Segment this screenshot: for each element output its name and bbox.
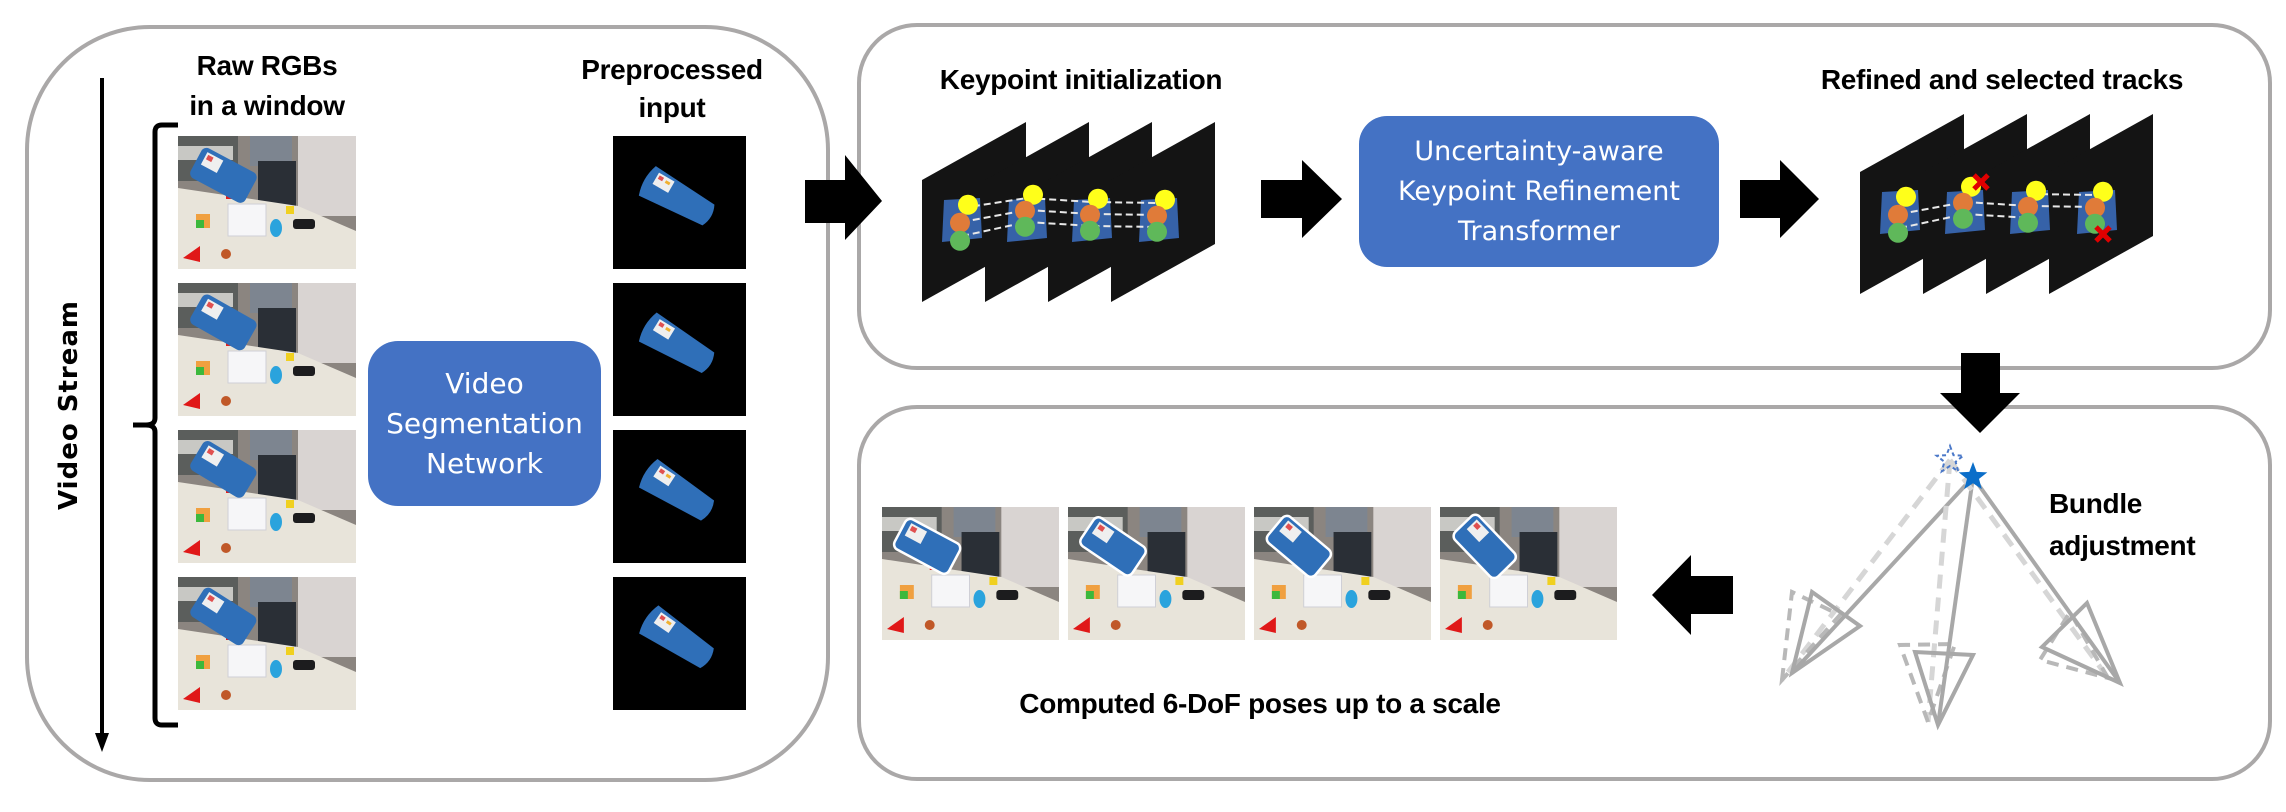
keypoint-green <box>2018 212 2038 233</box>
keypoint-yellow <box>1961 176 1981 197</box>
bundle-adjustment-label-line2: adjustment <box>2049 530 2196 561</box>
keypoint-orange <box>1080 204 1100 225</box>
keypoint-green <box>1080 220 1100 241</box>
rejected-keypoint-x-icon <box>1972 173 1990 191</box>
refined-camera-icon <box>1788 588 1864 678</box>
keypoint-green <box>1888 222 1908 243</box>
transformer-box-line3: Transformer <box>1457 215 1620 247</box>
keypoint-orange <box>1888 204 1908 225</box>
segmentation-box-line2: Segmentation <box>386 406 583 440</box>
pose-result-frame <box>1254 507 1431 640</box>
initial-point-star-icon <box>1933 443 1967 474</box>
raw-rgbs-header-line2: in a window <box>189 90 345 121</box>
preprocessed-header-line2: input <box>638 92 706 123</box>
initial-ray-dashed <box>1780 458 1952 682</box>
initial-ray-dashed <box>1925 459 1953 723</box>
keypoint-orange <box>1015 200 1035 221</box>
preprocessed-frame <box>613 283 746 416</box>
arrow-right-to-transformer <box>1261 160 1342 238</box>
keypoint-orange <box>1147 205 1167 226</box>
pose-result-frame <box>1440 507 1617 640</box>
refined-tracks-header: Refined and selected tracks <box>1820 64 2184 95</box>
rejected-keypoint-x-icon <box>2094 225 2112 243</box>
preprocessed-frame <box>613 136 746 269</box>
keypoint-yellow <box>1155 189 1175 210</box>
keypoint-green <box>950 230 970 251</box>
keypoint-track <box>1899 200 2098 215</box>
pose-result-frame <box>1068 507 1245 640</box>
preprocessed-header-line1: Preprocessed <box>581 54 763 85</box>
initial-camera-dashed-icon <box>1897 641 1958 728</box>
initial-ray-dashed <box>1947 458 2111 680</box>
keypoint-yellow <box>1088 188 1108 209</box>
keypoint-orange <box>2018 196 2038 217</box>
keypoint-yellow <box>2026 180 2046 201</box>
preprocessed-frame <box>613 430 746 563</box>
refined-camera-icon <box>1912 649 1977 731</box>
raw-rgb-frame <box>178 577 356 710</box>
refined-ray <box>1971 475 2122 685</box>
keypoint-orange <box>950 212 970 233</box>
keypoint-initialization-header: Keypoint initialization <box>939 64 1223 95</box>
keypoint-track <box>961 208 1160 223</box>
raw-rgb-frame <box>178 430 356 563</box>
transformer-box-line2: Keypoint Refinement <box>1398 175 1680 207</box>
keypoint-refinement-transformer-box: Uncertainty-aware Keypoint Refinement Tr… <box>1359 116 1719 267</box>
refined-camera-icon <box>2038 599 2124 687</box>
refined-point-star-icon <box>1958 462 1988 490</box>
arrow-right-to-keypoints <box>805 155 882 240</box>
raw-rgb-frame <box>178 136 356 269</box>
keypoint-green <box>1147 221 1167 242</box>
keypoint-track <box>961 220 1160 237</box>
arrow-down-to-bundle <box>1940 353 2020 433</box>
keypoint-yellow <box>2093 181 2113 202</box>
keypoint-yellow <box>1023 184 1043 205</box>
keypoint-orange <box>1953 192 1973 213</box>
raw-rgbs-header-line1: Raw RGBs <box>196 50 338 81</box>
refined-ray <box>1790 475 1975 675</box>
initial-camera-dashed-icon <box>1779 588 1844 687</box>
keypoint-orange <box>2085 197 2105 218</box>
bundle-adjustment-label-line1: Bundle <box>2049 488 2143 519</box>
segmentation-box-line1: Video <box>445 366 524 400</box>
keypoint-green <box>1015 216 1035 237</box>
arrow-right-to-refined <box>1740 160 1819 238</box>
video-segmentation-network-box: Video Segmentation Network <box>368 341 601 506</box>
keypoint-yellow <box>1896 186 1916 207</box>
raw-rgb-frame <box>178 283 356 416</box>
preprocessed-frame <box>613 577 746 710</box>
refined-ray <box>1936 476 1975 726</box>
keypoint-yellow <box>958 194 978 215</box>
arrow-left-to-poses <box>1652 555 1733 635</box>
transformer-box-line1: Uncertainty-aware <box>1414 135 1664 167</box>
pose-result-frame <box>882 507 1059 640</box>
computed-poses-caption: Computed 6-DoF poses up to a scale <box>1019 688 1501 719</box>
segmentation-box-line3: Network <box>426 446 543 480</box>
keypoint-green <box>1953 208 1973 229</box>
